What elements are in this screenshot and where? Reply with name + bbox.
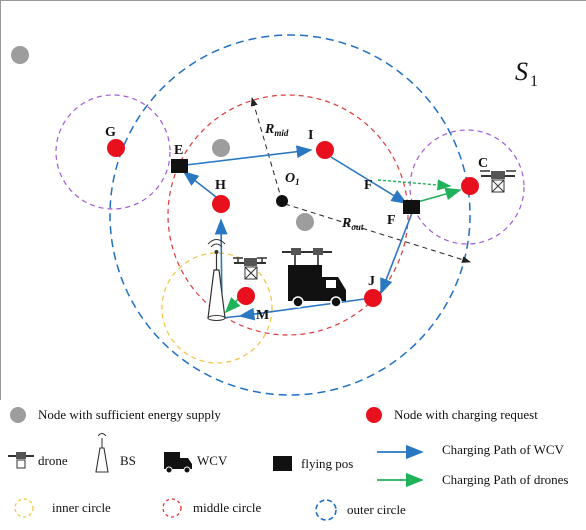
legend-drone-label: drone: [38, 453, 68, 468]
wcv-path: [185, 145, 313, 166]
request-node-g: [107, 139, 125, 157]
middle-circle: [167, 94, 409, 336]
label-o1: O1: [285, 171, 300, 187]
drone-path: [413, 187, 462, 204]
r-mid-arrow: [250, 97, 283, 202]
request-node-m: [237, 287, 255, 305]
request-node-h: [212, 195, 230, 213]
legend-drone-path-label: Charging Path of drones: [442, 472, 569, 487]
label-c: C: [478, 156, 488, 171]
legend-wcv-path-label: Charging Path of WCV: [442, 442, 565, 457]
label-f-1: F: [364, 178, 373, 193]
label-f-2: F: [387, 213, 396, 228]
request-node-c: [461, 177, 479, 195]
drone-icon: [480, 170, 516, 193]
label-i: I: [308, 128, 313, 143]
drone-circle-left: [55, 94, 171, 210]
wcv-path: [238, 297, 373, 321]
legend-flying-label: flying pos: [301, 456, 353, 471]
label-m: M: [256, 308, 269, 323]
flying-pos-f: [403, 200, 420, 214]
drone-path: [377, 179, 452, 191]
wcv-truck-icon: [282, 248, 346, 308]
legend-request-icon: [366, 407, 382, 423]
legend-middle-label: middle circle: [193, 500, 261, 515]
bs-icon: [207, 239, 226, 321]
request-node-i: [316, 141, 334, 159]
legend-sufficient-label: Node with sufficient energy supply: [38, 407, 221, 422]
legend-outer-label: outer circle: [347, 502, 406, 517]
drone-icon: [233, 257, 267, 280]
legend-outer-icon: [315, 499, 337, 521]
label-j: J: [368, 274, 375, 289]
r-out-arrow: [284, 203, 471, 263]
legend-wcv-icon: [164, 452, 192, 474]
center-node: [276, 195, 288, 207]
label-g: G: [105, 125, 116, 140]
legend-sufficient-icon: [10, 407, 26, 423]
legend-inner-label: inner circle: [52, 500, 111, 515]
request-node-j: [364, 289, 382, 307]
label-e: E: [174, 143, 183, 158]
flying-pos-e: [171, 159, 188, 173]
legend-flying-icon: [273, 456, 292, 471]
wcv-path: [182, 171, 221, 201]
legend-bs-label: BS: [120, 453, 136, 468]
legend-inner-icon: [14, 498, 34, 518]
wcv-path: [380, 212, 413, 295]
wcv-path: [330, 156, 408, 204]
sufficient-node: [212, 139, 230, 157]
label-r-mid: Rmid: [264, 122, 289, 138]
drone-circle-right: [409, 129, 525, 245]
legend-wcv-label: WCV: [197, 453, 228, 468]
legend-request-label: Node with charging request: [394, 407, 538, 422]
legend-middle-icon: [162, 498, 182, 518]
legend-bs-icon: [95, 433, 109, 473]
label-r-out: Rout: [341, 216, 364, 232]
outer-circle: [109, 34, 471, 396]
sufficient-node: [11, 46, 29, 64]
sufficient-node: [296, 213, 314, 231]
inner-circle: [161, 252, 273, 364]
legend-drone-icon: [8, 452, 34, 469]
label-h: H: [215, 178, 226, 193]
